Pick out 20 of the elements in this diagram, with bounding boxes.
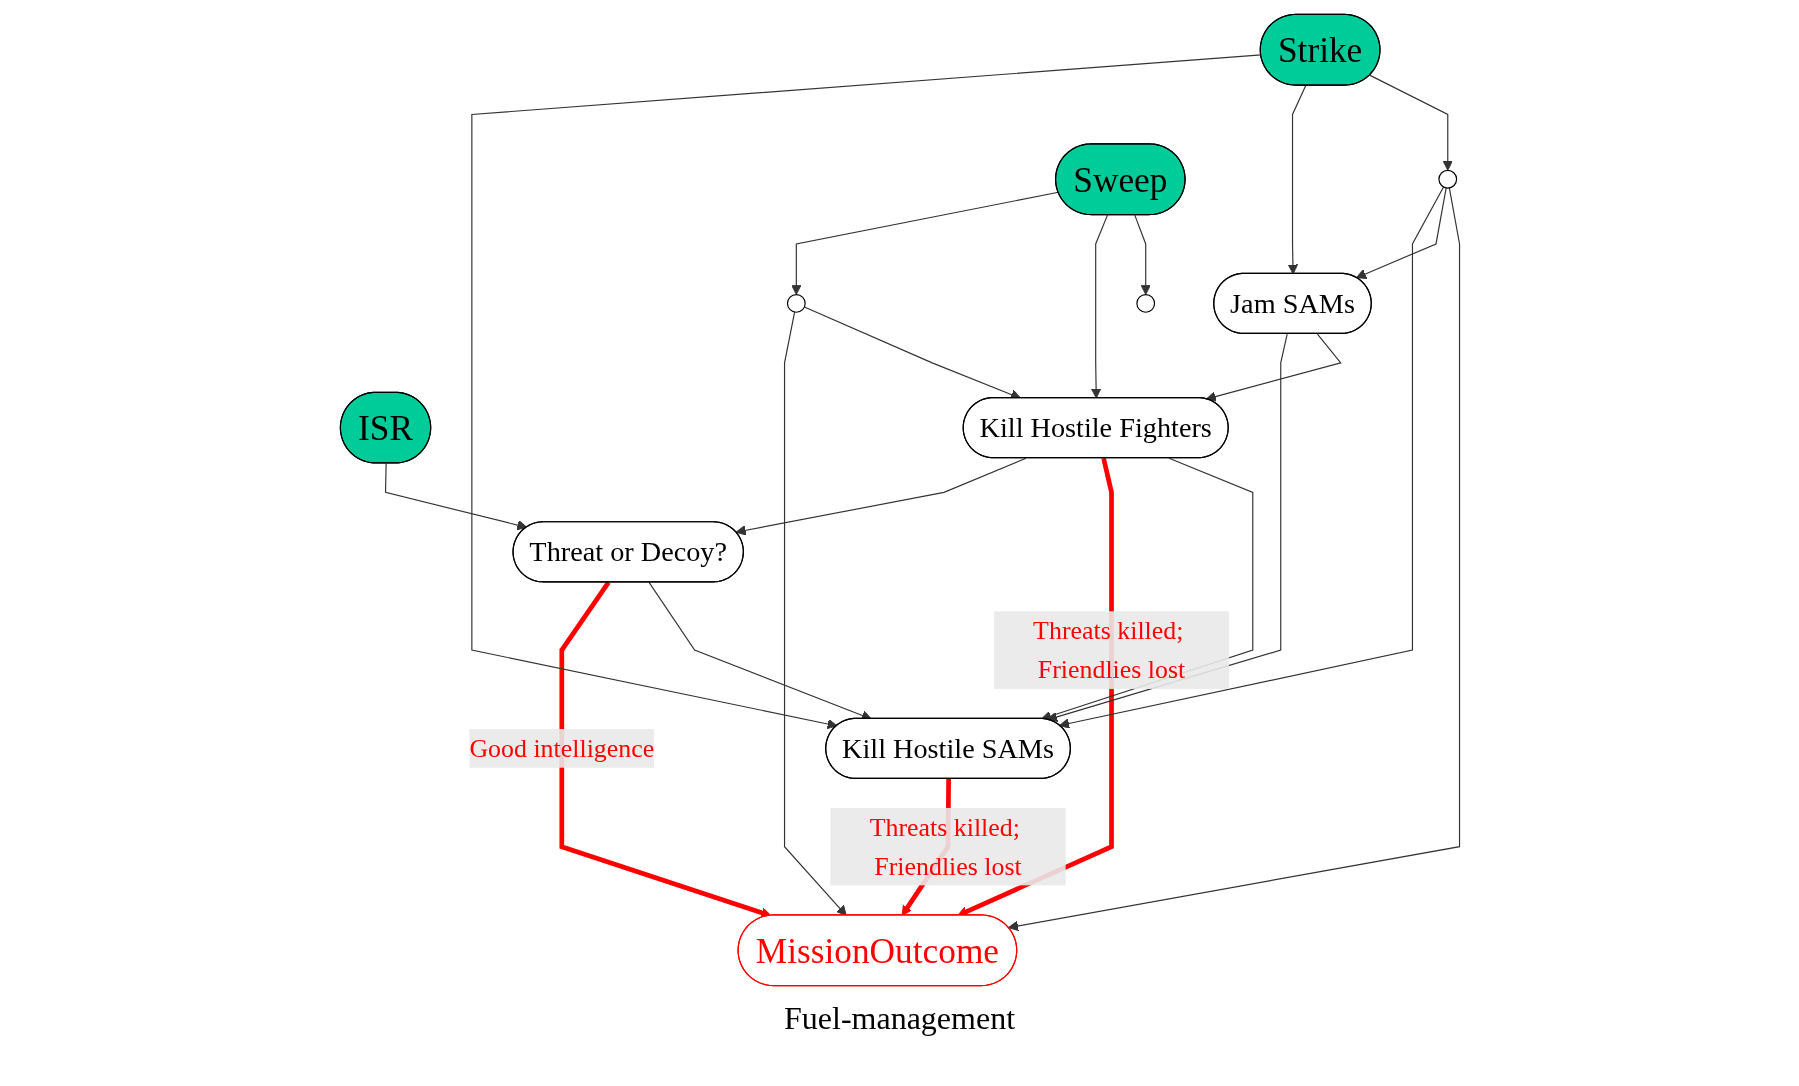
arrow [1205,333,1342,402]
arrow [384,462,527,531]
arrow [783,311,847,916]
edge-label: Threats killed; Friendlies lost [1032,615,1185,685]
arrow [1287,85,1306,275]
node-circle [786,294,806,313]
arrow [1133,214,1151,296]
arrow [735,457,1027,536]
edge-label: Good intelligence [468,733,654,764]
arrow [1058,186,1444,729]
node-circle [1437,169,1457,189]
arrow [1355,187,1447,279]
arrow [1007,187,1460,932]
arrow [558,581,771,918]
edge-label: Threats killed; Friendlies lost [869,812,1022,881]
arrow [1369,74,1453,171]
arrow [1090,214,1108,399]
node-circle [1135,294,1155,313]
arrow [790,191,1059,296]
note-label: Fuel-management [783,1000,1016,1037]
